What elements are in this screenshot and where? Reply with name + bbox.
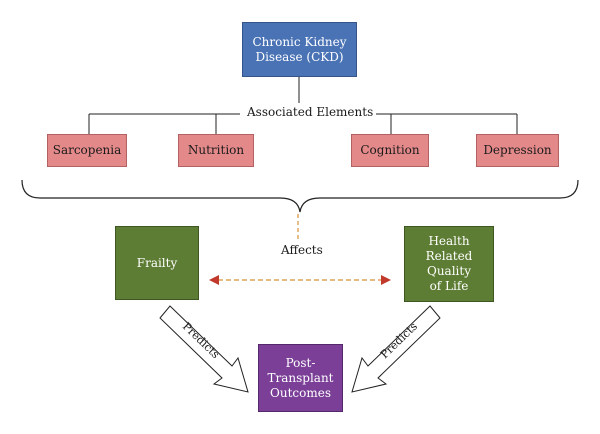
associated-elements-label: Associated Elements <box>244 105 377 119</box>
grouping-brace <box>21 179 579 213</box>
outcome-box: Post- Transplant Outcomes <box>258 344 343 412</box>
nutrition-box: Nutrition <box>178 134 254 167</box>
ckd-box: Chronic Kidney Disease (CKD) <box>242 22 357 77</box>
predicts-arrow-left <box>159 305 249 393</box>
predicts-arrow-right <box>351 305 441 393</box>
frailty-box: Frailty <box>115 226 199 300</box>
sarcopenia-box: Sarcopenia <box>47 134 127 167</box>
affects-label: Affects <box>278 243 326 257</box>
affects-arrowhead-left <box>209 275 219 285</box>
cognition-box: Cognition <box>351 134 429 167</box>
depression-box: Depression <box>476 134 559 167</box>
affects-arrowhead-right <box>381 275 391 285</box>
hrqol-box: Health Related Quality of Life <box>404 226 494 302</box>
